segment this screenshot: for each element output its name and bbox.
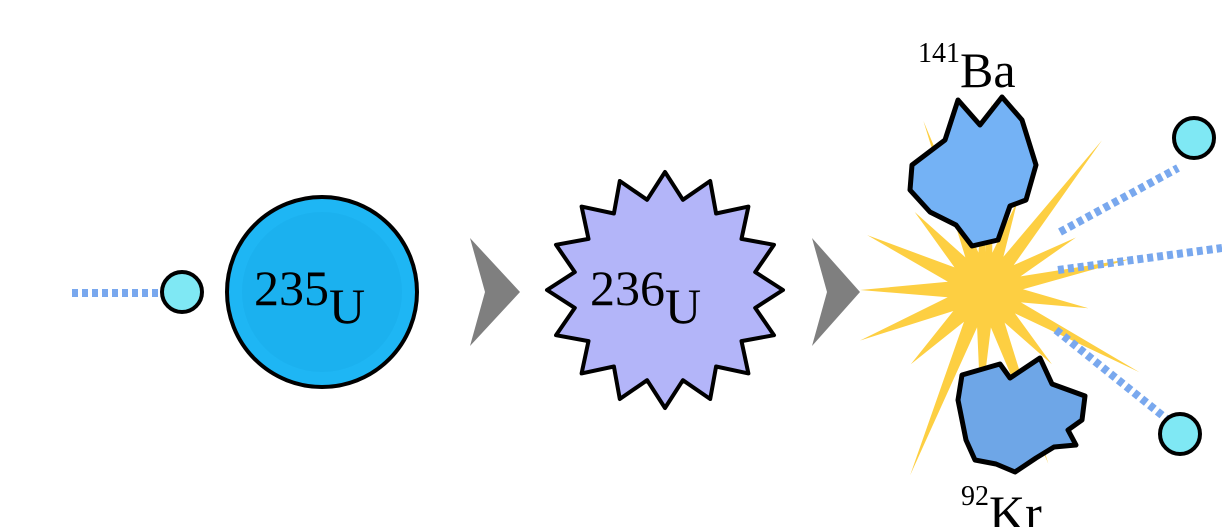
krypton-fragment-icon <box>955 355 1088 475</box>
u236-mass: 236 <box>590 260 665 316</box>
outgoing-neutron-trail-1 <box>1058 164 1180 236</box>
barium-symbol: Ba <box>960 42 1016 98</box>
barium-mass: 141 <box>918 38 960 69</box>
outgoing-neutron-icon-2 <box>1158 412 1202 456</box>
uranium-235-nucleus-icon <box>225 195 419 389</box>
arrow-icon-2 <box>812 238 860 346</box>
barium-fragment-icon <box>907 94 1039 249</box>
krypton-symbol: Kr <box>989 485 1042 527</box>
u236-symbol: U <box>665 278 701 334</box>
explosion-icon <box>859 100 1140 476</box>
krypton-mass: 92 <box>961 481 989 512</box>
barium-label: 141Ba <box>918 38 1016 98</box>
outgoing-neutron-icon-1 <box>1172 116 1216 160</box>
arrow-icon-1 <box>470 238 520 346</box>
u235-label: 235U <box>254 260 365 334</box>
incoming-neutron-icon <box>160 270 204 314</box>
u235-symbol: U <box>329 278 365 334</box>
u236-label: 236U <box>590 260 701 334</box>
krypton-label: 92Kr <box>961 481 1042 527</box>
uranium-236-nucleus-icon <box>545 170 785 410</box>
u235-mass: 235 <box>254 260 329 316</box>
outgoing-neutron-trail-3 <box>1053 326 1171 424</box>
outgoing-neutron-trail-2 <box>1057 244 1222 274</box>
